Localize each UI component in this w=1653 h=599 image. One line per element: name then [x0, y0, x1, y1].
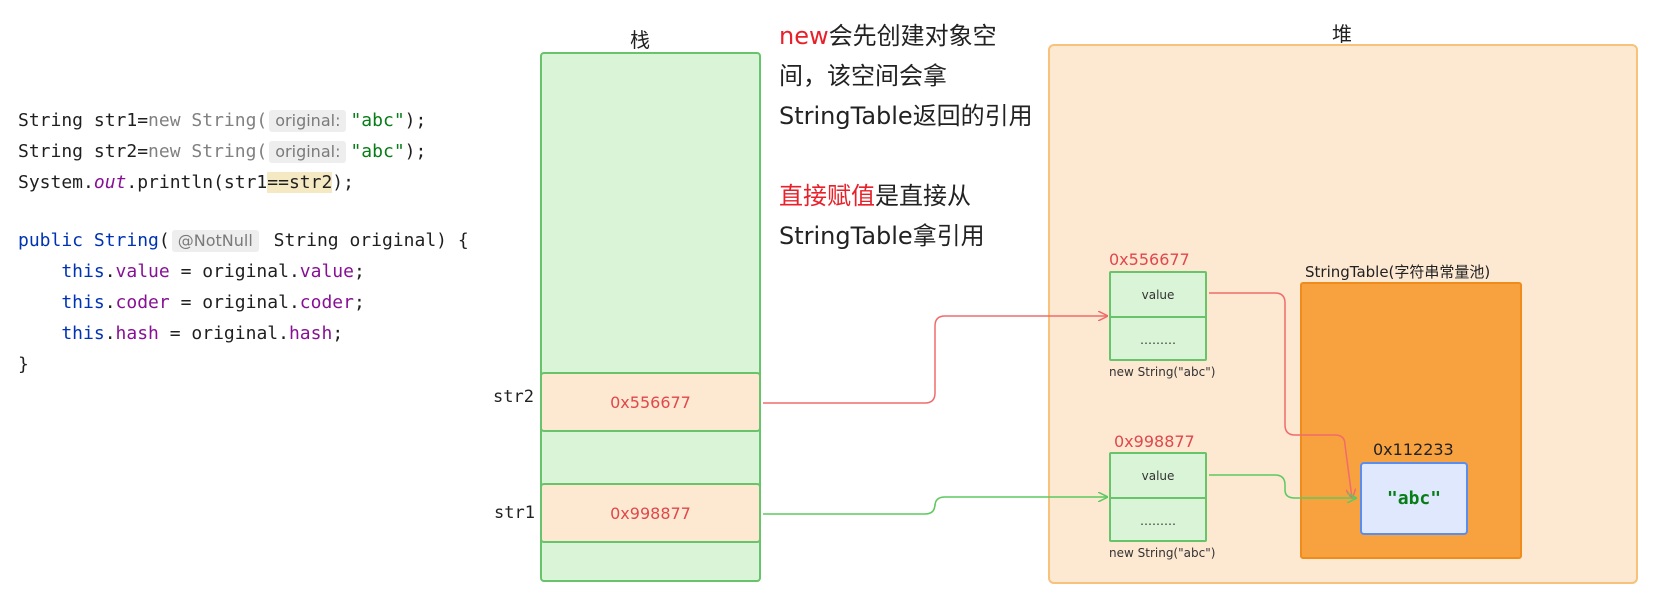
- param-hint: original:: [269, 141, 347, 163]
- code-line-3: System.out.println(str1==str2);: [18, 170, 354, 196]
- code-token: String str1=: [18, 110, 149, 131]
- arrow-obj2-value-to-abc: [1209, 474, 1356, 498]
- code-token: value: [115, 261, 170, 282]
- note-new-line-1: new会先创建对象空: [779, 16, 1033, 56]
- str2-label: str2: [493, 387, 534, 407]
- note-direct-line-1: 直接赋值是直接从: [779, 176, 985, 216]
- code-token: System.: [18, 172, 94, 193]
- code-token: String(: [180, 110, 268, 131]
- note-text: 是直接从: [875, 182, 971, 210]
- note-new-keyword: new: [779, 22, 829, 50]
- obj2-field-value: value: [1111, 454, 1205, 499]
- code-token: .println(str1: [126, 172, 268, 193]
- code-line-7: this.hash = original.hash;: [18, 321, 343, 347]
- obj1-field-value: value: [1111, 273, 1205, 318]
- stack-cell-str2: 0x556677: [540, 372, 761, 432]
- arrow-str1-to-obj2: [763, 497, 1107, 515]
- code-token: = original.: [169, 261, 300, 282]
- note-direct: 直接赋值是直接从 StringTable拿引用: [779, 176, 985, 256]
- code-token: .: [104, 292, 116, 313]
- code-token: );: [404, 110, 427, 131]
- note-direct-line-2: StringTable拿引用: [779, 222, 985, 250]
- code-token: new: [148, 141, 181, 162]
- code-snippet: String str1=new String(original:"abc"); …: [18, 108, 469, 375]
- code-token: new: [148, 110, 181, 131]
- code-line-4: public String(@NotNull String original) …: [18, 228, 469, 254]
- annotation-hint: @NotNull: [171, 230, 259, 252]
- code-token: this: [18, 323, 105, 344]
- code-token: coder: [115, 292, 170, 313]
- note-new-line-2: 间，该空间会拿: [779, 62, 947, 90]
- heap-title: 堆: [1332, 22, 1352, 46]
- code-token: hash: [115, 323, 159, 344]
- code-token: .: [104, 323, 116, 344]
- code-token: = original.: [169, 292, 300, 313]
- arrow-str2-to-obj1: [763, 316, 1107, 404]
- note-direct-keyword: 直接赋值: [779, 182, 875, 210]
- obj1-caption: new String("abc"): [1109, 365, 1216, 379]
- heap-object-1: value ………: [1109, 271, 1207, 361]
- string-table-title: StringTable(字符串常量池): [1305, 263, 1491, 281]
- code-token: String: [83, 230, 159, 251]
- code-token: );: [404, 141, 427, 162]
- note-text: 会先创建对象空: [828, 22, 997, 50]
- note-new-line-3: StringTable返回的引用: [779, 102, 1033, 130]
- obj2-field-other: ………: [1140, 513, 1176, 528]
- code-token: ;: [353, 261, 365, 282]
- note-new: new会先创建对象空 间，该空间会拿 StringTable返回的引用: [779, 16, 1033, 136]
- code-token: public: [18, 230, 84, 251]
- code-line-5: this.value = original.value;: [18, 259, 365, 285]
- code-token: out: [93, 172, 127, 193]
- string-literal-abc: "abc": [1360, 462, 1468, 535]
- obj2-address: 0x998877: [1114, 432, 1195, 451]
- code-token: this: [18, 261, 105, 282]
- code-token: );: [332, 172, 354, 193]
- code-token: hash: [288, 323, 333, 344]
- code-token: = original.: [158, 323, 289, 344]
- code-token: coder: [299, 292, 354, 313]
- code-token: String(: [180, 141, 268, 162]
- param-hint: original:: [269, 110, 347, 132]
- code-line-1: String str1=new String(original:"abc");: [18, 108, 426, 134]
- code-line-2: String str2=new String(original:"abc");: [18, 139, 426, 165]
- code-token: String str2=: [18, 141, 149, 162]
- code-token: String original) {: [262, 230, 469, 251]
- code-token: }: [18, 354, 29, 375]
- str1-label: str1: [494, 503, 535, 523]
- code-token: ;: [332, 323, 344, 344]
- obj2-caption: new String("abc"): [1109, 546, 1216, 560]
- stack-cell-str1: 0x998877: [540, 483, 761, 543]
- code-token: (: [158, 230, 170, 251]
- string-table-address: 0x112233: [1373, 440, 1454, 459]
- stack-title: 栈: [630, 28, 650, 52]
- arrow-obj1-value-to-abc: [1209, 292, 1352, 498]
- code-token: "abc": [350, 141, 405, 162]
- obj1-address: 0x556677: [1109, 250, 1190, 269]
- highlighted-token: ==str2: [267, 172, 333, 193]
- code-line-6: this.coder = original.coder;: [18, 290, 365, 316]
- code-token: .: [104, 261, 116, 282]
- code-token: value: [299, 261, 354, 282]
- code-token: "abc": [350, 110, 405, 131]
- obj1-field-other: ………: [1140, 332, 1176, 347]
- code-token: ;: [353, 292, 365, 313]
- heap-object-2: value ………: [1109, 452, 1207, 542]
- code-token: this: [18, 292, 105, 313]
- code-line-8: }: [18, 352, 29, 378]
